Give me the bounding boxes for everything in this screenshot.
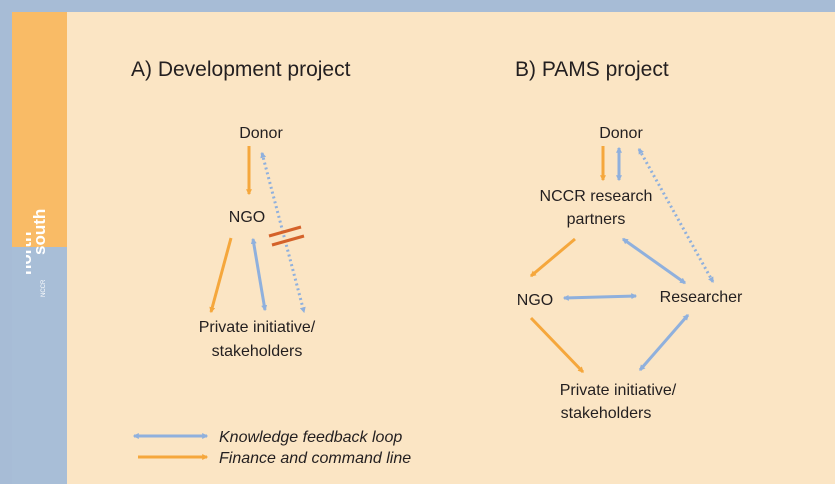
panel-a-stakeholders-label-line1: Private initiative/ [199,319,316,336]
arrow-b-ngo-researcher-feedback [562,293,638,301]
panel-b-stakeholders-label-line1: Private initiative/ [560,382,677,399]
panel-b-donor-label: Donor [599,125,643,142]
arrow-b-ngo-to-stakeholders [529,316,585,374]
feedback-break-mark-2 [271,234,305,247]
arrow-b-nccr-researcher-feedback [622,237,686,285]
panel-b-ngo-label: NGO [517,292,553,309]
logo-word-south: south [30,209,49,255]
legend-knowledge-label: Knowledge feedback loop [219,429,402,446]
panel-b-stakeholders-label-line2: stakeholders [561,405,652,422]
logo-prefix: NCCR [41,279,47,297]
arrow-b-donor-researcher-feedback [637,147,715,284]
nccr-north-south-logo: north south NCCR [26,209,49,297]
sidebar-blue-band [12,247,67,484]
arrow-b-researcher-stakeholders-feedback [638,314,690,371]
legend-finance-label: Finance and command line [219,450,411,467]
logo-word-north: north [26,232,35,275]
sidebar-orange-band [12,12,67,247]
arrow-a-ngo-to-stakeholders [209,237,233,314]
panel-b-nccr-label-line1: NCCR research [540,188,653,205]
panel-a-donor-label: Donor [239,125,283,142]
panel-a-arrows [209,146,306,314]
panel-a-title: A) Development project [131,58,351,81]
panel-b-title: B) PAMS project [515,58,669,81]
panel-b-nccr-label-line2: partners [567,211,626,228]
arrow-b-nccr-to-ngo [530,237,576,278]
legend: Knowledge feedback loop Finance and comm… [132,429,411,467]
panel-b-researcher-label: Researcher [660,289,743,306]
panel-a-stakeholders-label-line2: stakeholders [212,343,303,360]
panel-a-ngo-label: NGO [229,209,265,226]
panel-b-arrows [529,146,715,374]
feedback-break-mark-1 [268,225,302,238]
arrow-a-ngo-stakeholders-feedback [250,237,268,312]
